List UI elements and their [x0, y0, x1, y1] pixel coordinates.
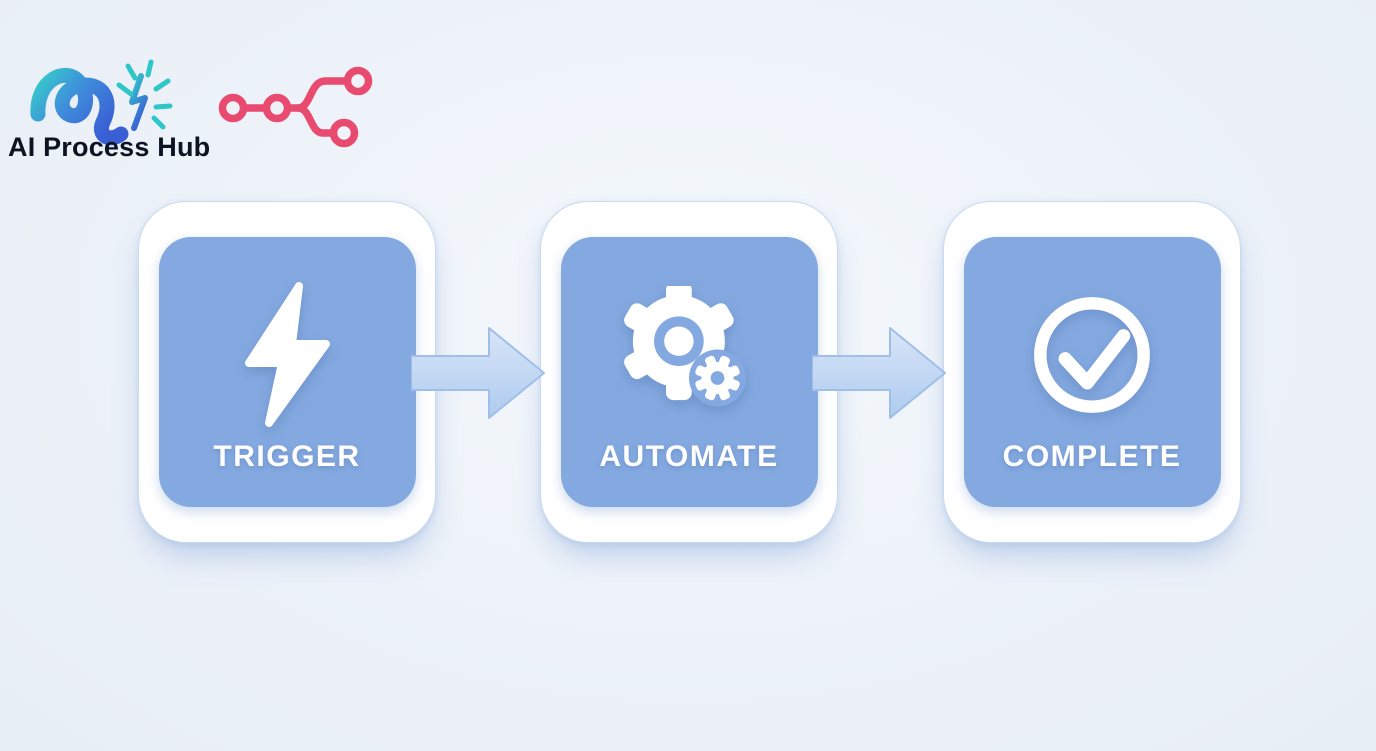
step-tile-complete: COMPLETE — [963, 237, 1221, 507]
lightning-bolt-icon — [241, 267, 333, 442]
step-card-automate[interactable]: AUTOMATE — [540, 201, 838, 543]
arrow-right-icon — [411, 327, 545, 419]
n8n-workflow-logo-icon — [218, 66, 373, 148]
wave-spark-logo-icon — [30, 59, 173, 146]
step-tile-automate: AUTOMATE — [560, 237, 818, 507]
brand-name: AI Process Hub — [8, 132, 211, 162]
check-circle-icon — [1025, 267, 1159, 442]
arrow-right-icon — [812, 327, 946, 419]
step-tile-trigger: TRIGGER — [158, 237, 416, 507]
step-card-trigger[interactable]: TRIGGER — [138, 201, 436, 543]
step-label-complete: COMPLETE — [1002, 440, 1182, 473]
step-label-automate: AUTOMATE — [599, 440, 779, 473]
step-card-complete[interactable]: COMPLETE — [943, 201, 1241, 543]
gears-icon — [620, 267, 758, 442]
step-label-trigger: TRIGGER — [213, 440, 361, 473]
